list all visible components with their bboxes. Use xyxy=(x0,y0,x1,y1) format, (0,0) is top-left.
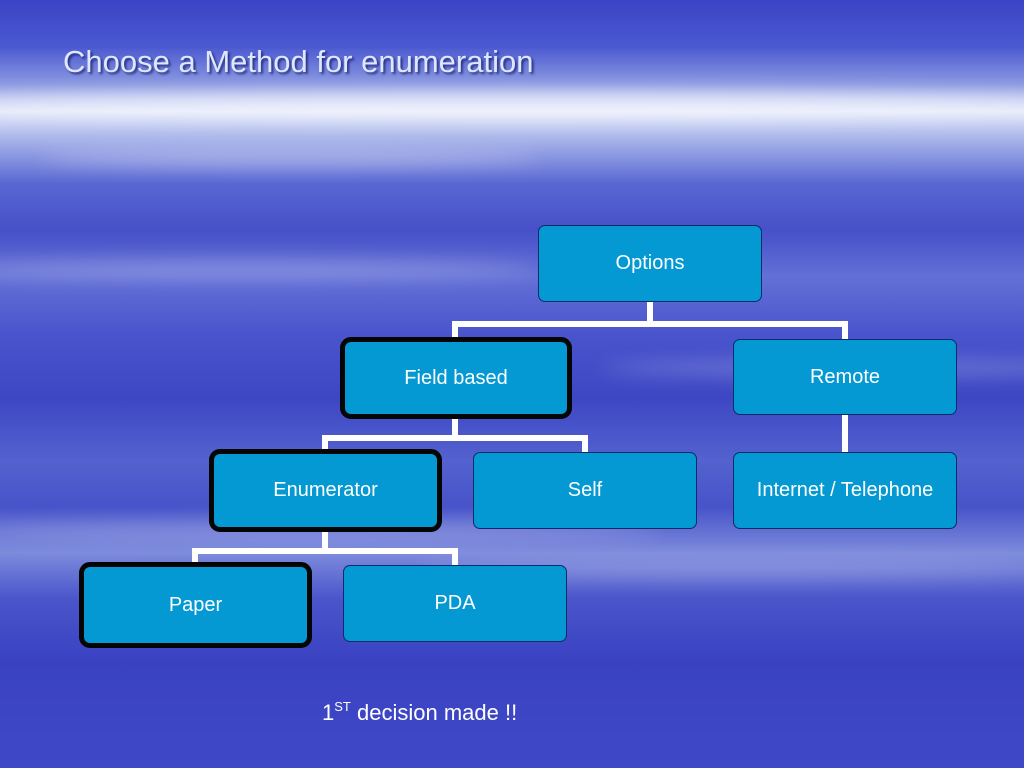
node-self: Self xyxy=(473,452,697,529)
cloud-streak xyxy=(420,560,1024,578)
node-field-based: Field based xyxy=(340,337,572,419)
decision-note: 1ST decision made !! xyxy=(322,699,517,726)
connector-options xyxy=(452,302,848,340)
node-internet-telephone-label: Internet / Telephone xyxy=(756,479,934,501)
node-pda: PDA xyxy=(343,565,567,642)
note-number: 1 xyxy=(322,700,335,725)
node-options: Options xyxy=(538,225,762,302)
node-pda-label: PDA xyxy=(434,592,476,614)
node-internet-telephone: Internet / Telephone xyxy=(733,452,957,529)
node-remote: Remote xyxy=(733,339,957,415)
node-paper: Paper xyxy=(79,562,312,648)
cloud-streak xyxy=(40,150,540,166)
node-enumerator-label: Enumerator xyxy=(273,479,378,501)
note-text: decision made !! xyxy=(350,700,518,725)
connector-enumerator xyxy=(192,531,458,566)
cloud-streak xyxy=(0,260,540,278)
cloud-streak xyxy=(0,92,1024,118)
connector-field-based xyxy=(322,418,588,453)
node-field-based-label: Field based xyxy=(404,366,508,389)
node-remote-label: Remote xyxy=(809,365,881,388)
node-self-label: Self xyxy=(567,479,603,501)
node-enumerator: Enumerator xyxy=(209,449,442,532)
node-options-label: Options xyxy=(615,252,685,274)
note-superscript: ST xyxy=(334,699,351,714)
slide-title: Choose a Method for enumeration xyxy=(63,44,534,79)
node-paper-label: Paper xyxy=(168,593,223,616)
